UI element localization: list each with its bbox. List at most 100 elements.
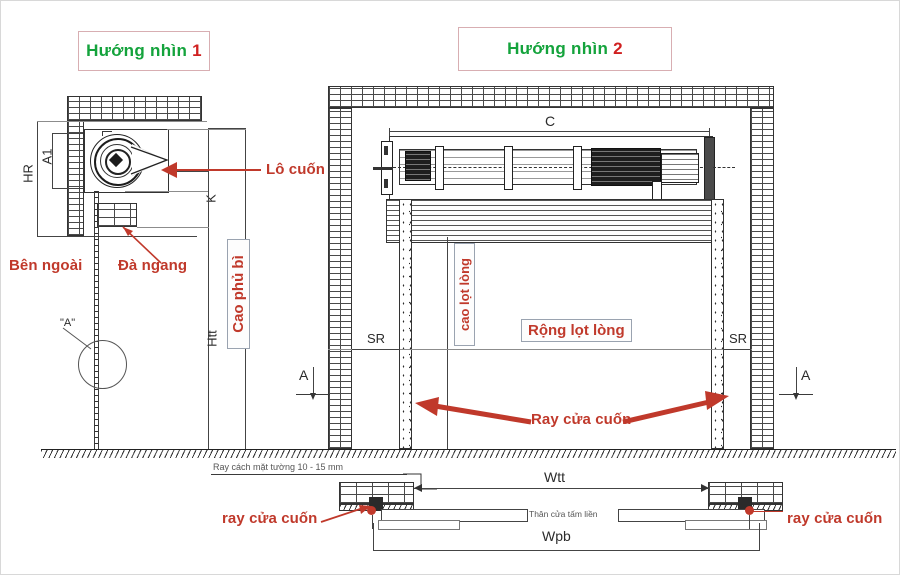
guide-rail-right <box>711 199 724 449</box>
label-ray-cua-cuon-center: Ray cửa cuốn <box>531 411 632 428</box>
label-than-cua: Thân cửa tấm liền <box>529 509 598 519</box>
section-mark-right-arrow <box>793 393 799 400</box>
plan-rail-left-marker <box>367 506 376 515</box>
dim-label-htt: Htt <box>204 330 220 347</box>
dim-c-left-tick <box>389 128 390 138</box>
view2-top-wall-brick <box>328 86 774 108</box>
dim-a1-bottom <box>52 188 83 189</box>
dim-cao-phu-bi-top <box>208 128 246 129</box>
housing-hook-mark-vert <box>102 131 103 136</box>
dim-a1-vert <box>52 133 53 188</box>
roller-collar-3 <box>573 146 582 190</box>
title-view-1-number: 1 <box>192 41 202 60</box>
dim-label-k: K <box>203 194 219 203</box>
detail-leader-a <box>62 327 92 350</box>
wall-brick-column-left <box>67 121 84 236</box>
dim-wpb-line <box>373 550 760 551</box>
ray-cua-cuon-arrow-right <box>621 388 731 429</box>
dim-label-hr: HR <box>20 164 36 183</box>
plan-door-leaf-left-lower <box>378 520 460 530</box>
roller-left-bracket-bolt-top <box>384 146 388 155</box>
roller-left-bracket-bolt-bottom <box>384 179 388 188</box>
title-view-2-number: 2 <box>613 39 623 58</box>
cao-phu-bi-box: Cao phủ bì <box>227 239 250 349</box>
view1-hline-top <box>37 121 207 122</box>
drum-ring-fourth <box>105 149 131 175</box>
title-view-2-text: Hướng nhìn <box>507 39 609 58</box>
lo-cuon-arrow-head <box>161 162 177 178</box>
label-ray-cua-cuon-right: ray cửa cuốn <box>787 510 883 527</box>
dim-a1-top <box>52 133 83 134</box>
view1-hline-housing-top <box>167 129 246 130</box>
view1-hline-bottom <box>137 227 209 228</box>
dim-wtt-line <box>414 488 709 489</box>
section-mark-left-base <box>296 394 330 395</box>
view1-hline-mid <box>125 191 208 192</box>
drum-bracket-outline <box>130 146 169 175</box>
label-cao-phu-bi: Cao phủ bì <box>227 239 250 349</box>
outer-wall-line-2 <box>98 191 99 449</box>
dim-label-sr-left: SR <box>367 331 386 346</box>
section-mark-right-base <box>779 394 813 395</box>
dim-cao-lot-long-arrowtick <box>447 237 448 245</box>
roller-left-axle-stub <box>373 167 393 170</box>
dim-label-a1: A1 <box>39 148 55 165</box>
dim-htt-vert <box>208 128 209 449</box>
plan-door-leaf-right-lower <box>685 520 767 530</box>
dim-label-sr-right: SR <box>729 331 748 346</box>
label-ray-cach-tuong: Ray cách mặt tường 10 - 15 mm <box>213 462 343 472</box>
dim-hr-vert <box>37 121 38 236</box>
section-label-left: A <box>299 367 309 383</box>
title-view-1-text: Hướng nhìn <box>86 41 188 60</box>
view2-left-wall-brick <box>328 108 352 449</box>
dim-wtt-arrow-right <box>701 484 709 492</box>
dim-cao-lot-long-line <box>447 241 448 449</box>
housing-hook-mark <box>102 131 112 132</box>
dim-c-line <box>389 131 709 132</box>
dim-k-upper-tick <box>175 171 209 172</box>
plan-note-underline <box>211 474 407 475</box>
ground-line <box>41 449 896 458</box>
dim-label-wtt: Wtt <box>544 469 565 485</box>
plan-wall-left <box>339 482 414 504</box>
label-da-ngang: Đà ngang <box>118 257 188 274</box>
dim-hr-bottom <box>37 236 197 237</box>
roller-collar-2 <box>504 146 513 190</box>
section-mark-right-vert <box>796 367 797 395</box>
roller-right-bracket <box>704 137 715 201</box>
lo-cuon-arrow-line <box>177 169 261 171</box>
detail-circle-a <box>78 340 127 389</box>
dim-sr-right-line <box>723 349 751 350</box>
lintel-brick-left <box>67 96 202 121</box>
guide-rail-left <box>399 199 412 449</box>
title-box-view-2: Hướng nhìn 2 <box>458 27 672 71</box>
detail-mark-a-label: "A" <box>60 317 76 329</box>
door-curtain-slats <box>386 199 714 243</box>
section-mark-left-arrow <box>310 393 316 400</box>
roller-collar-1 <box>435 146 444 190</box>
plan-rail-right-drop <box>749 515 750 529</box>
roller-shaft-centerline <box>393 167 713 168</box>
cao-lot-long-box: cao lọt lòng <box>454 243 475 346</box>
dim-sr-left-line <box>352 349 400 350</box>
view2-center-hline <box>328 349 752 350</box>
label-rong-lot-long: Rộng lọt lòng <box>521 319 632 342</box>
plan-note-leader <box>403 473 437 490</box>
dim-wpb-left-ext <box>373 523 374 551</box>
header-beam-brick <box>97 203 137 227</box>
plan-rail-right-marker <box>745 506 754 515</box>
dim-label-wpb: Wpb <box>542 528 571 544</box>
roller-motor-section <box>591 148 661 186</box>
plan-ray-left-arrow <box>319 504 373 531</box>
dim-wtt-arrow-left <box>414 484 422 492</box>
ray-cua-cuon-arrow-left <box>413 396 533 433</box>
label-ben-ngoai: Bên ngoài <box>9 257 83 274</box>
section-label-right: A <box>801 367 811 383</box>
da-ngang-arrow <box>113 217 169 274</box>
roller-right-axle-stub <box>713 167 735 168</box>
plan-ray-right-arrow-line <box>753 511 783 512</box>
roller-motor-end-cap <box>661 153 699 183</box>
roller-motor-section-2 <box>405 151 431 181</box>
label-ray-cua-cuon-left: ray cửa cuốn <box>222 510 318 527</box>
